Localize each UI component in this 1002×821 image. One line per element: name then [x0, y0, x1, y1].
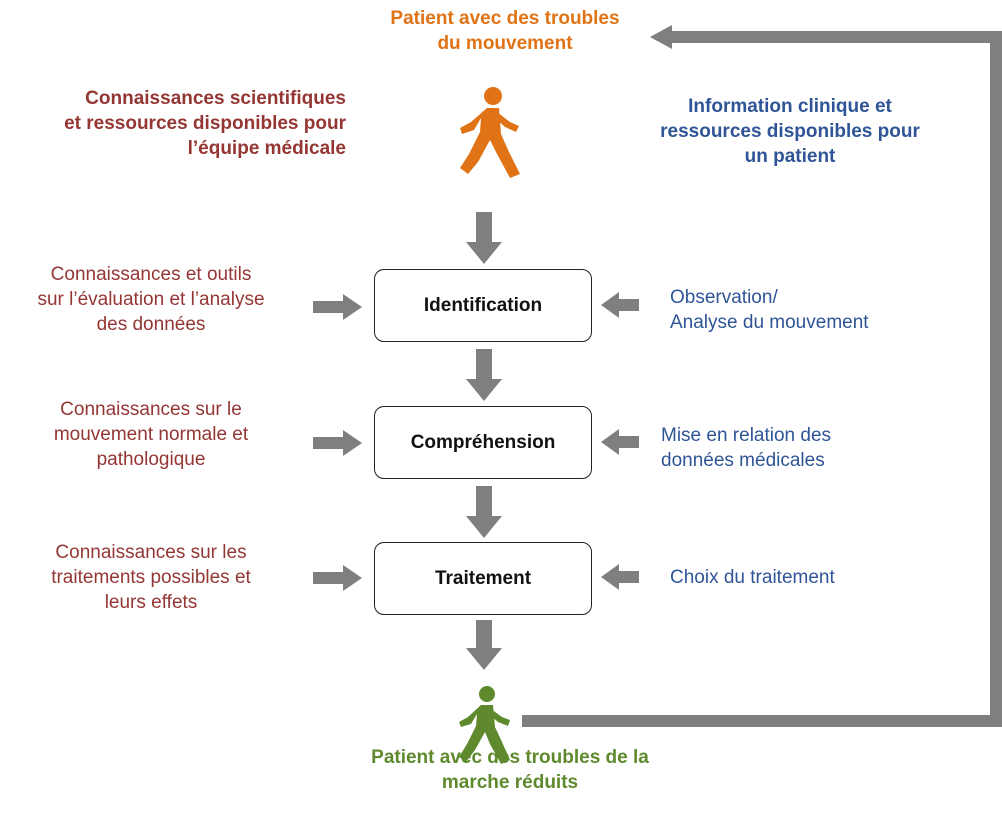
arrow-left-into-traitement — [601, 564, 639, 590]
left-item-evaluation-analyse: Connaissances et outils sur l’évaluation… — [37, 264, 265, 336]
flow-arrows — [313, 212, 639, 670]
right-item-choix-traitement: Choix du traitement — [670, 567, 835, 588]
step-traitement: Traitement — [374, 542, 592, 615]
walking-person-icon — [459, 686, 510, 764]
arrow-right-into-identification — [313, 294, 362, 320]
step-identification-label: Identification — [423, 294, 543, 316]
step-traitement-label: Traitement — [434, 567, 532, 589]
arrow-right-into-traitement — [313, 565, 362, 591]
arrow-right-into-comprehension — [313, 430, 362, 456]
arrow-down-traitement-to-patient — [466, 620, 502, 670]
arrow-left-into-comprehension — [601, 429, 639, 455]
arrow-down-identification-to-comprehension — [466, 349, 502, 401]
right-item-mise-en-relation: Mise en relation des données médicales — [661, 425, 832, 472]
step-comprehension-label: Compréhension — [410, 431, 556, 453]
arrow-down-comprehension-to-traitement — [466, 486, 502, 538]
arrow-left-into-identification — [601, 292, 639, 318]
arrow-down-patient-to-identification — [466, 212, 502, 264]
left-column-heading: Connaissances scientifiques et ressource… — [64, 88, 346, 160]
feedback-loop-arrow — [522, 25, 1002, 727]
bottom-patient-label: Patient avec des troubles de la marche r… — [371, 747, 649, 794]
left-item-mouvement: Connaissances sur le mouvement normale e… — [53, 399, 249, 471]
right-item-observation: Observation/ Analyse du mouvement — [670, 287, 869, 334]
right-column-heading: Information clinique et ressources dispo… — [660, 96, 920, 168]
step-comprehension: Compréhension — [374, 406, 592, 479]
step-identification: Identification — [374, 269, 592, 342]
left-item-traitements: Connaissances sur les traitements possib… — [51, 542, 251, 614]
top-patient-label: Patient avec des troubles du mouvement — [390, 8, 620, 55]
walking-person-icon — [460, 87, 520, 178]
